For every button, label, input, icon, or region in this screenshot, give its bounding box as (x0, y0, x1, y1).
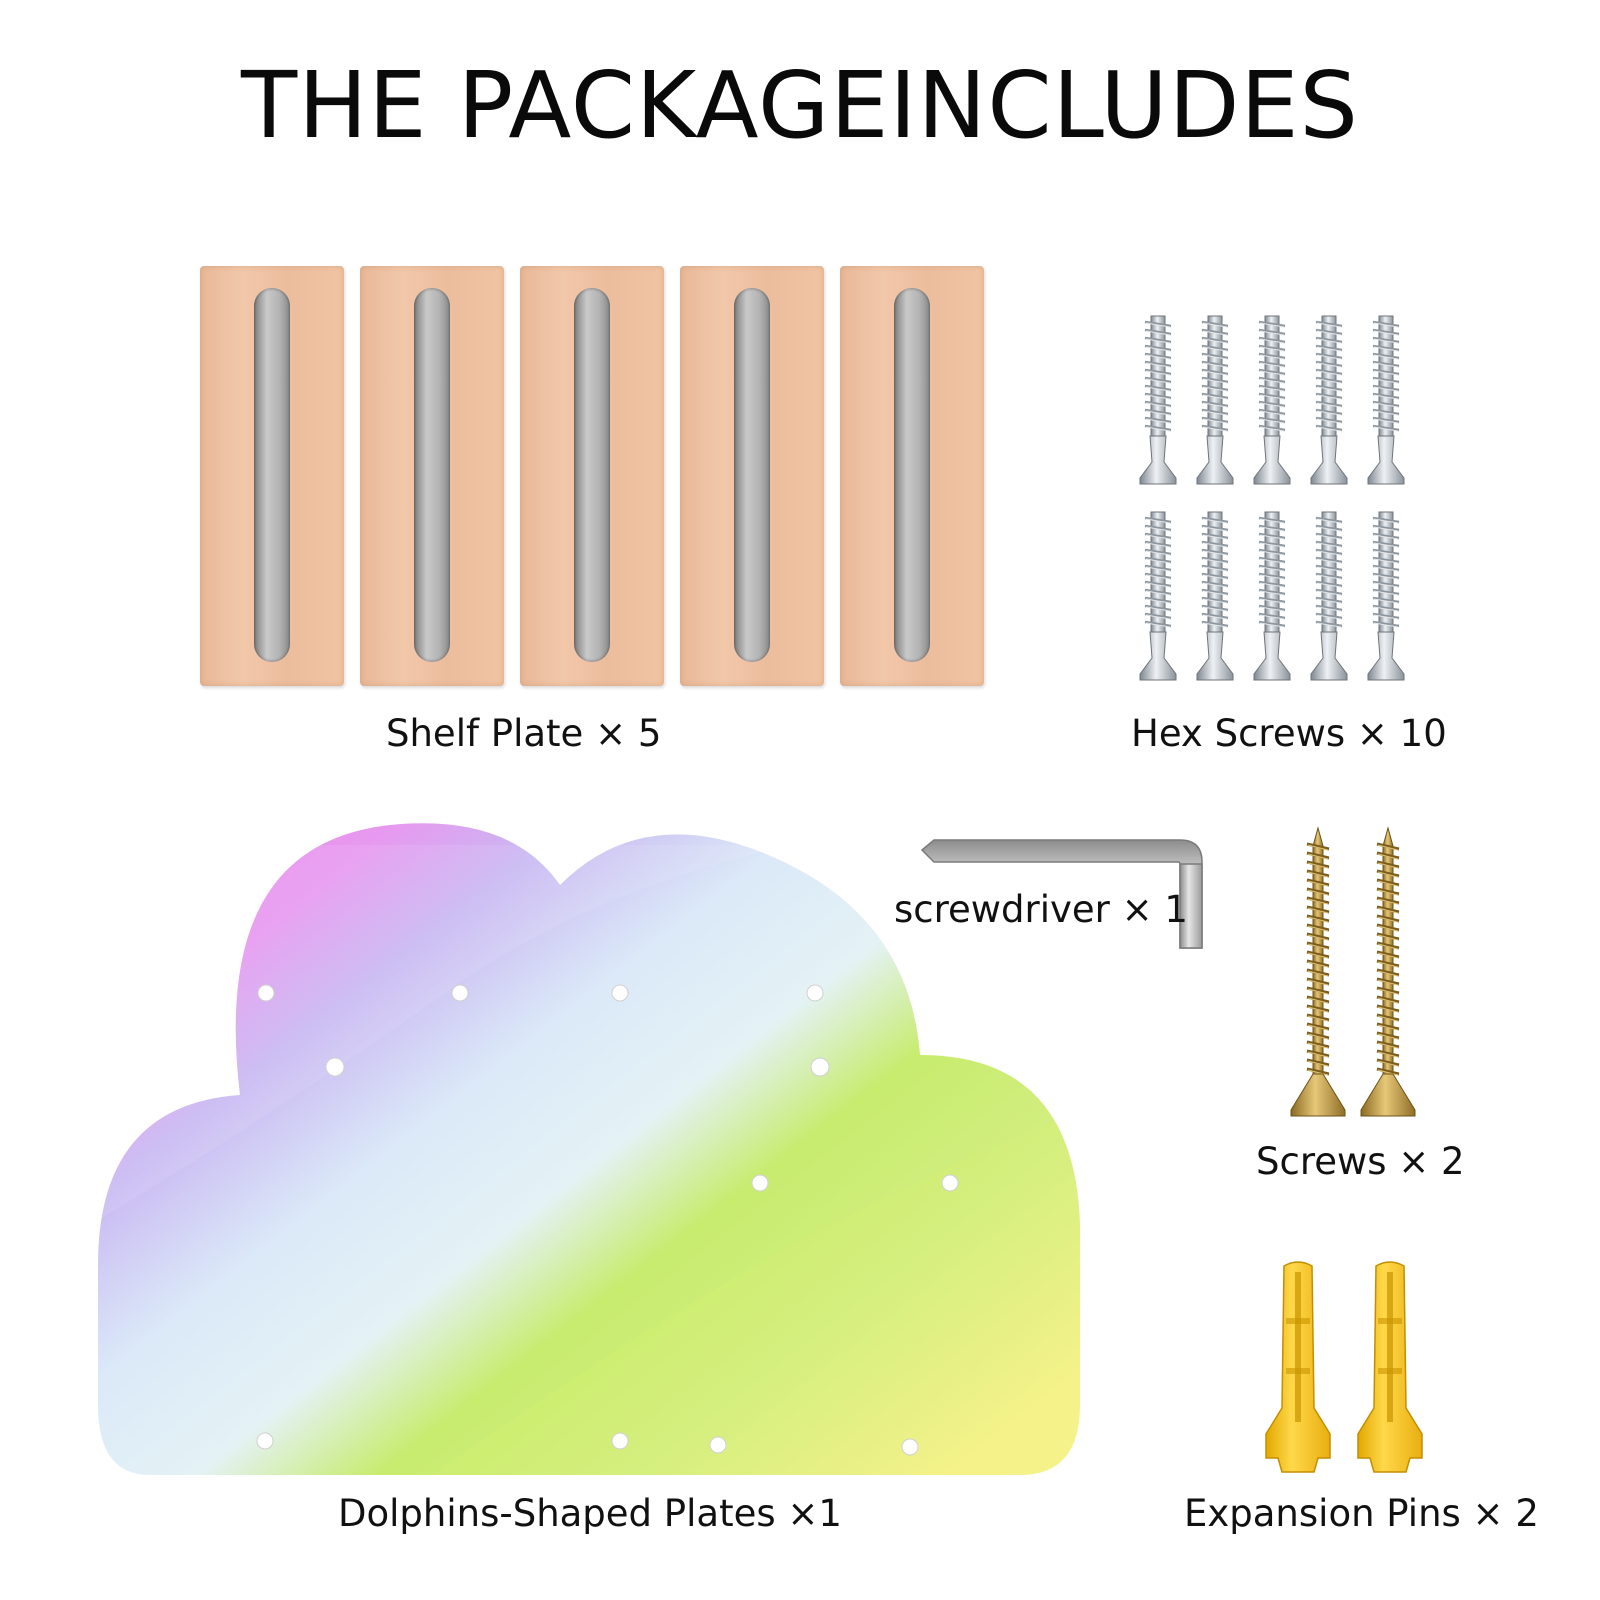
shelf-plate (200, 266, 344, 686)
screws-label: Screws × 2 (1256, 1140, 1465, 1183)
hex-screw-icon (1310, 315, 1348, 485)
shelf-plate (520, 266, 664, 686)
shelf-plate-label: Shelf Plate × 5 (386, 712, 662, 755)
expansion-pin-icon (1265, 1261, 1331, 1473)
cloud-plate-icon (98, 823, 1080, 1476)
shelf-plate (680, 266, 824, 686)
hex-screws-label: Hex Screws × 10 (1131, 712, 1447, 755)
hex-screw-icon (1196, 511, 1234, 681)
expansion-pins-label: Expansion Pins × 2 (1184, 1492, 1539, 1535)
hex-screw-icon (1139, 511, 1177, 681)
cloud-plate-label: Dolphins-Shaped Plates ×1 (338, 1492, 842, 1535)
allen-key-icon (920, 839, 1203, 949)
hex-screw-icon (1196, 315, 1234, 485)
shelf-plate (360, 266, 504, 686)
hex-screw-icon (1367, 315, 1405, 485)
wood-screw-icon (1360, 826, 1416, 1117)
hex-screw-icon (1253, 315, 1291, 485)
metal-slot (574, 288, 610, 662)
hex-screw-icon (1310, 511, 1348, 681)
metal-slot (734, 288, 770, 662)
shelf-plate (840, 266, 984, 686)
page-title: THE PACKAGEINCLUDES (241, 52, 1359, 159)
hex-screw-icon (1139, 315, 1177, 485)
hex-screw-icon (1367, 511, 1405, 681)
wood-screw-icon (1290, 826, 1346, 1117)
metal-slot (254, 288, 290, 662)
expansion-pin-icon (1357, 1261, 1423, 1473)
metal-slot (894, 288, 930, 662)
screwdriver-label: screwdriver × 1 (894, 888, 1188, 931)
hex-screw-icon (1253, 511, 1291, 681)
metal-slot (414, 288, 450, 662)
